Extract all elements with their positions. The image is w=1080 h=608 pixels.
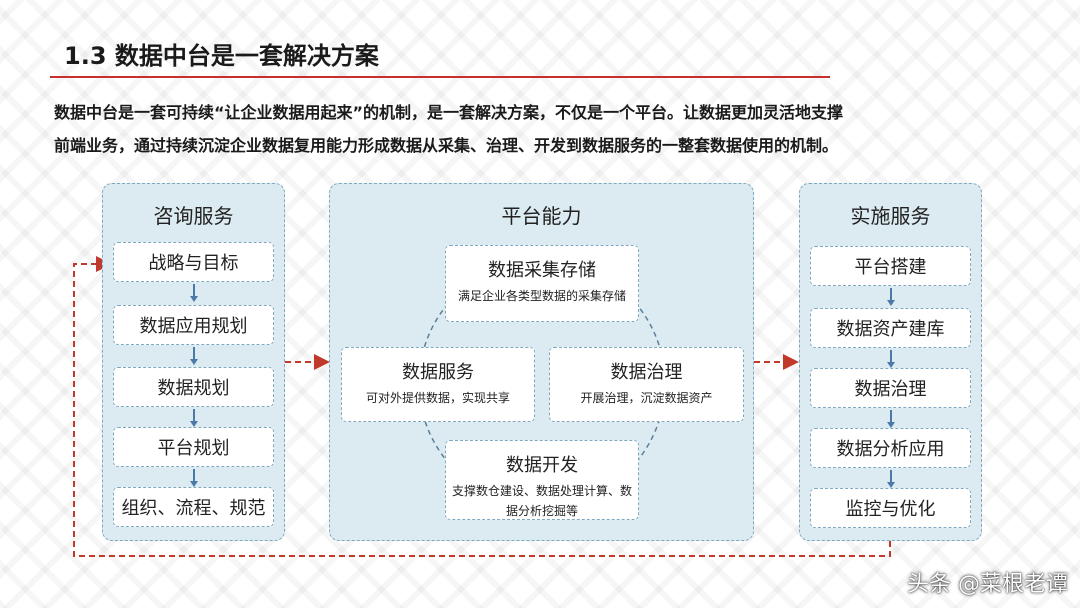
capability-title: 数据服务 <box>402 362 474 383</box>
down-arrow-icon <box>887 350 895 370</box>
platform-panel: 平台能力 数据采集存储 满足企业各类型数据的采集存储 数据服务 可对外提供数据，… <box>329 183 754 541</box>
down-arrow-icon <box>190 284 198 304</box>
capability-title: 数据开发 <box>506 455 578 476</box>
capability-desc: 支撑数仓建设、数据处理计算、数据分析挖掘等 <box>452 484 633 518</box>
implementation-panel: 实施服务 平台搭建 数据资产建库 数据治理 数据分析应用 监控与优化 <box>799 183 982 541</box>
consulting-step-2: 数据应用规划 <box>113 305 274 345</box>
intro-line-1: 数据中台是一套可持续“让企业数据用起来”的机制，是一套解决方案，不仅是一个平台。… <box>54 103 844 122</box>
down-arrow-icon <box>190 469 198 489</box>
consulting-step-5: 组织、流程、规范 <box>113 487 274 527</box>
down-arrow-icon <box>887 288 895 308</box>
connector-feedback-loop <box>73 256 891 557</box>
implementation-step-4: 数据分析应用 <box>810 428 971 468</box>
consulting-step-1: 战略与目标 <box>113 242 274 282</box>
capability-collect-store: 数据采集存储 满足企业各类型数据的采集存储 <box>445 245 639 322</box>
consulting-title: 咨询服务 <box>153 204 234 228</box>
capability-desc: 满足企业各类型数据的采集存储 <box>457 289 626 303</box>
consulting-step-3: 数据规划 <box>113 367 274 407</box>
intro-line-2: 前端业务，通过持续沉淀企业数据复用能力形成数据从采集、治理、开发到数据服务的一整… <box>54 136 839 155</box>
down-arrow-icon <box>190 347 198 367</box>
down-arrow-icon <box>190 409 198 429</box>
watermark: 头条 @菜根老谭 <box>907 572 1068 597</box>
consulting-panel: 咨询服务 战略与目标 数据应用规划 数据规划 平台规划 组织、流程、规范 <box>102 183 285 541</box>
implementation-step-2: 数据资产建库 <box>810 308 971 348</box>
capability-title: 数据治理 <box>610 362 683 383</box>
down-arrow-icon <box>887 470 895 490</box>
page-title: 1.3 数据中台是一套解决方案 <box>64 42 379 70</box>
intro-paragraph: 数据中台是一套可持续“让企业数据用起来”的机制，是一套解决方案，不仅是一个平台。… <box>54 96 1034 162</box>
implementation-step-5: 监控与优化 <box>810 488 971 528</box>
capability-title: 数据采集存储 <box>488 260 596 281</box>
implementation-title: 实施服务 <box>850 204 931 228</box>
implementation-step-1: 平台搭建 <box>810 246 971 286</box>
implementation-step-3: 数据治理 <box>810 368 971 408</box>
platform-title: 平台能力 <box>501 204 582 228</box>
down-arrow-icon <box>887 410 895 430</box>
capability-data-service: 数据服务 可对外提供数据，实现共享 <box>341 347 535 422</box>
capability-data-governance: 数据治理 开展治理，沉淀数据资产 <box>549 347 744 422</box>
capability-data-development: 数据开发 支撑数仓建设、数据处理计算、数据分析挖掘等 <box>445 440 639 520</box>
capability-desc: 开展治理，沉淀数据资产 <box>580 391 713 405</box>
consulting-step-4: 平台规划 <box>113 427 274 467</box>
title-bar: 1.3 数据中台是一套解决方案 <box>50 28 830 78</box>
capability-desc: 可对外提供数据，实现共享 <box>365 391 510 405</box>
